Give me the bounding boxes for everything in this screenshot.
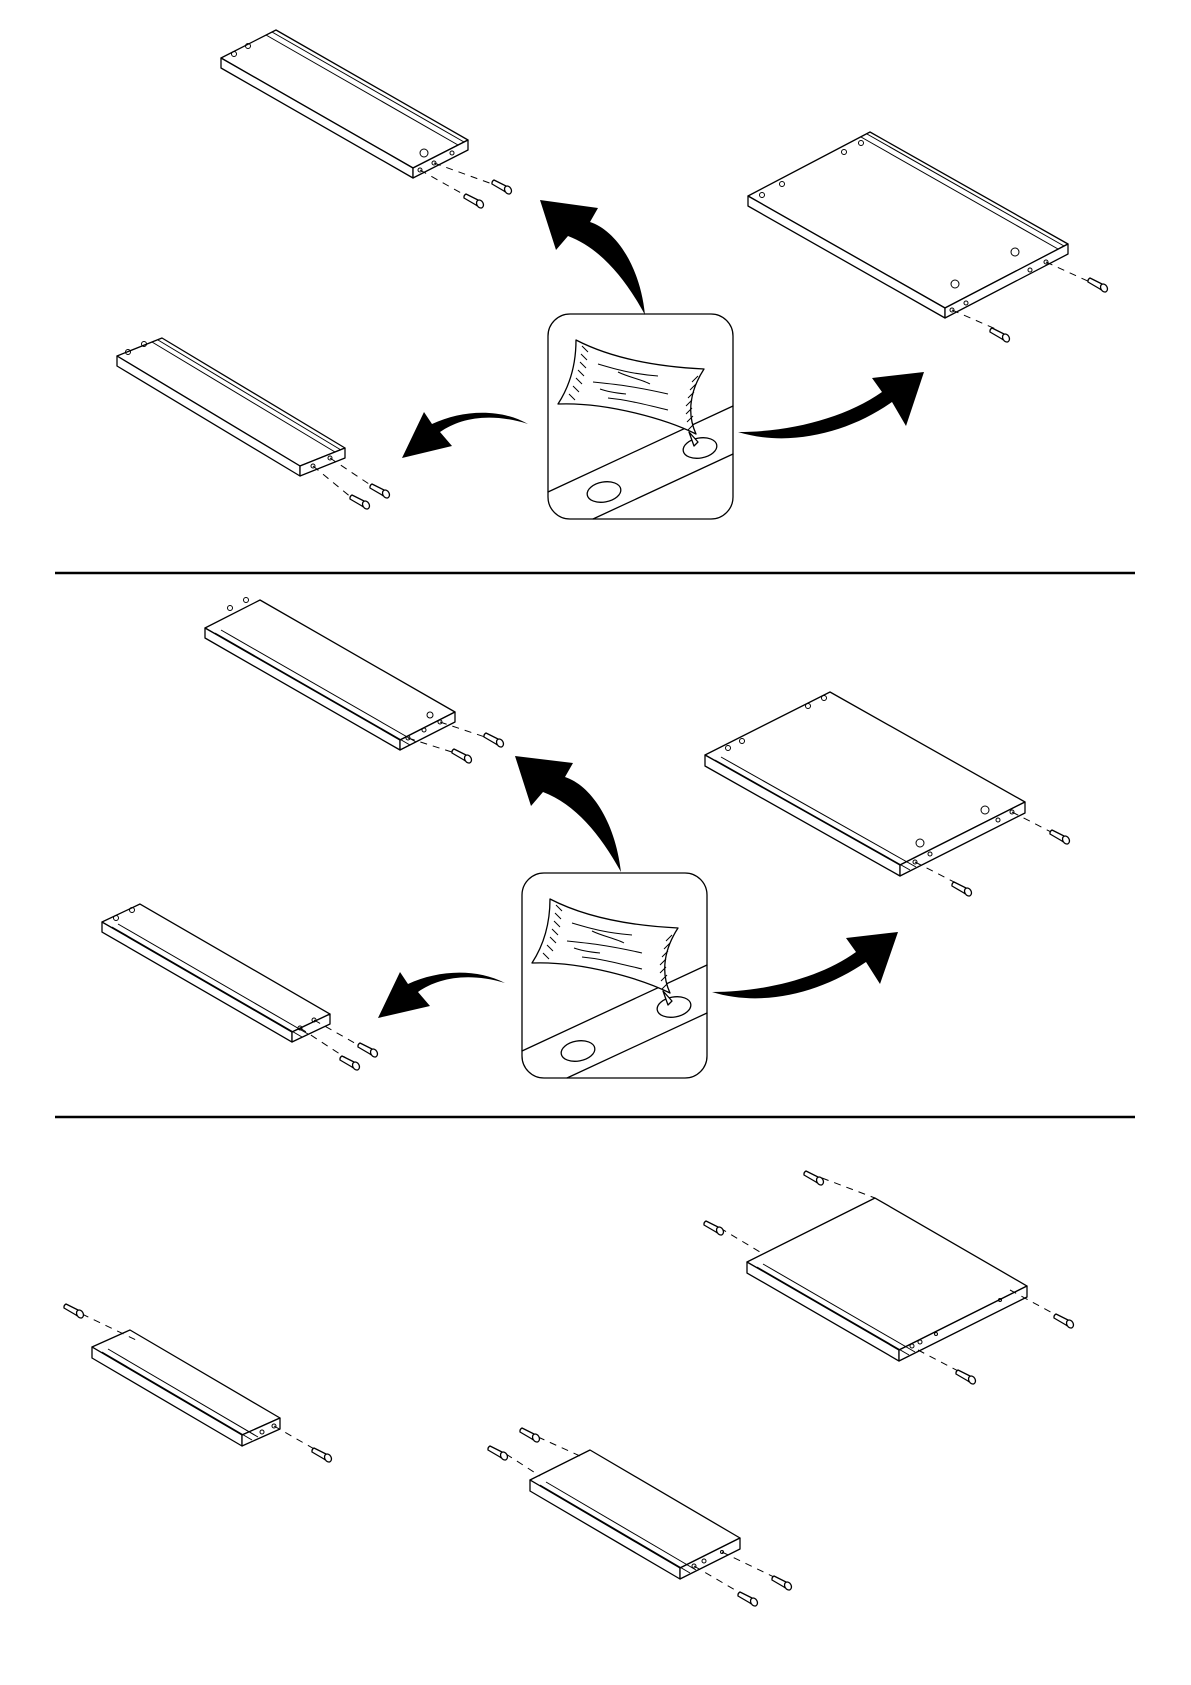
board-small-3 <box>64 1304 333 1463</box>
dowel-icon <box>1088 278 1109 293</box>
board-medium-1 <box>221 30 513 209</box>
step-2-section <box>102 598 1071 1079</box>
dowel-icon <box>452 749 473 764</box>
dowel-icon <box>738 1592 759 1607</box>
dowel-icon <box>952 882 973 897</box>
dowel-icon <box>956 1370 977 1385</box>
curved-arrow-icon <box>515 756 621 872</box>
curved-arrow-icon <box>402 412 528 458</box>
board-small-1 <box>117 338 391 510</box>
dowel-icon <box>464 194 485 209</box>
board-large-1 <box>748 132 1109 343</box>
glue-detail-icon <box>548 314 733 519</box>
dowel-icon <box>804 1171 825 1186</box>
dowel-icon <box>704 1221 725 1236</box>
board-small-2 <box>102 904 379 1071</box>
glue-detail-icon <box>522 873 707 1078</box>
dowel-icon <box>370 484 391 499</box>
dowel-icon <box>312 1448 333 1463</box>
curved-arrow-icon <box>738 372 924 438</box>
dowel-icon <box>772 1576 793 1591</box>
step-3-section <box>64 1171 1075 1607</box>
curved-arrow-icon <box>540 200 645 315</box>
dowel-icon <box>484 733 505 748</box>
board-large-2 <box>705 692 1071 897</box>
dowel-icon <box>492 180 513 195</box>
curved-arrow-icon <box>712 932 898 998</box>
dowel-icon <box>488 1446 509 1461</box>
board-medium-3 <box>488 1428 793 1607</box>
curved-arrow-icon <box>378 972 505 1018</box>
dowel-icon <box>64 1304 85 1319</box>
dowel-icon <box>358 1043 379 1058</box>
dowel-icon <box>1054 1314 1075 1329</box>
dowel-icon <box>520 1428 541 1443</box>
board-medium-2 <box>205 598 505 765</box>
dowel-icon <box>350 495 371 510</box>
step-1-section <box>117 30 1109 519</box>
dowel-icon <box>340 1056 361 1071</box>
dowel-icon <box>1050 830 1071 845</box>
dowel-icon <box>990 328 1011 343</box>
board-large-3 <box>704 1171 1075 1385</box>
